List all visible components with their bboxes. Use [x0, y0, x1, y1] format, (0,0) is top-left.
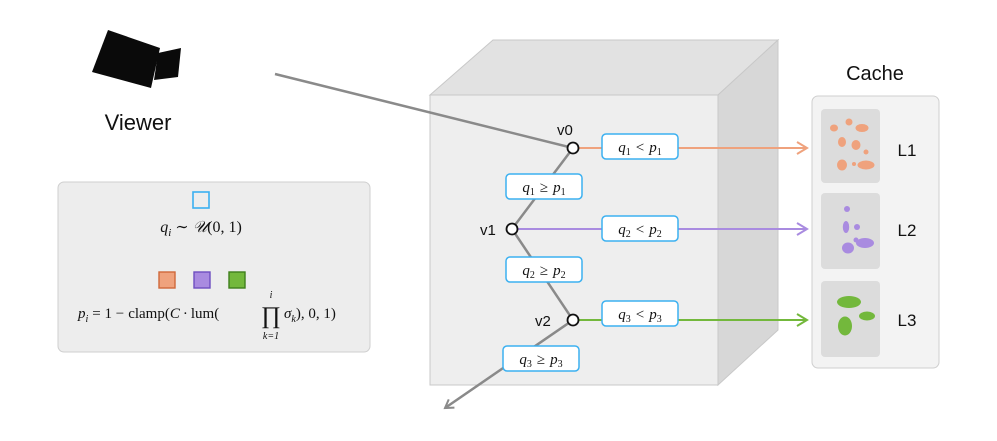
vertex-label-v1: v1: [480, 222, 496, 239]
p-swatch-purple: [193, 271, 211, 289]
l2-splats: [842, 206, 874, 254]
svg-text:i: i: [270, 290, 273, 301]
l3-splats: [837, 296, 875, 336]
svg-text:k=1: k=1: [263, 331, 279, 342]
svg-text:pi= 1 −clamp(C·lum(: pi= 1 −clamp(C·lum(: [77, 306, 219, 325]
cube-top-face: [428, 39, 780, 96]
p-swatch-orange: [158, 271, 176, 289]
condition-q1-geq-p1: q1≥p1: [505, 173, 583, 200]
svg-text:q1≥p1: q1≥p1: [522, 180, 565, 198]
volume-cube: [428, 38, 780, 387]
condition-q3-less-p3: q3<p3: [601, 300, 679, 327]
p-probability-formula: pi= 1 −clamp(C·lum( ∏ i k=1 σk), 0, 1): [77, 290, 336, 342]
l1-splats: [830, 118, 875, 171]
svg-text:σk), 0, 1): σk), 0, 1): [284, 306, 336, 325]
camera-icon: [92, 30, 181, 88]
cache-title: Cache: [846, 63, 904, 85]
vertex-label-v0: v0: [557, 122, 573, 139]
legend-panel: [57, 181, 371, 353]
cube-side-face: [717, 38, 779, 387]
svg-text:q2<p2: q2<p2: [618, 222, 661, 240]
vertex-label-v2: v2: [535, 313, 551, 330]
vertex-v1: [505, 222, 519, 236]
q-swatch: [192, 191, 210, 209]
condition-q2-less-p2: q2<p2: [601, 215, 679, 242]
svg-text:q2≥p2: q2≥p2: [522, 263, 565, 281]
vertex-v0: [566, 141, 580, 155]
q-distribution-formula: qi∼𝒰(0, 1): [160, 219, 242, 239]
cache-level-l3: L3: [898, 311, 917, 330]
condition-q2-geq-p2: q2≥p2: [505, 256, 583, 283]
cache-level-l1: L1: [898, 141, 917, 160]
condition-q1-less-p1: q1<p1: [601, 133, 679, 160]
condition-q3-geq-p3: q3≥p3: [502, 345, 580, 372]
svg-text:q3≥p3: q3≥p3: [519, 352, 562, 370]
cache-level-l2: L2: [898, 221, 917, 240]
viewer-label: Viewer: [105, 110, 172, 135]
cache-slot-l3: [821, 281, 880, 357]
svg-text:q1<p1: q1<p1: [618, 140, 661, 158]
cache-slot-l2: [821, 193, 880, 269]
svg-text:∏: ∏: [261, 303, 281, 329]
vertex-v2: [566, 313, 580, 327]
p-swatch-green: [228, 271, 246, 289]
svg-text:q3<p3: q3<p3: [618, 307, 661, 325]
